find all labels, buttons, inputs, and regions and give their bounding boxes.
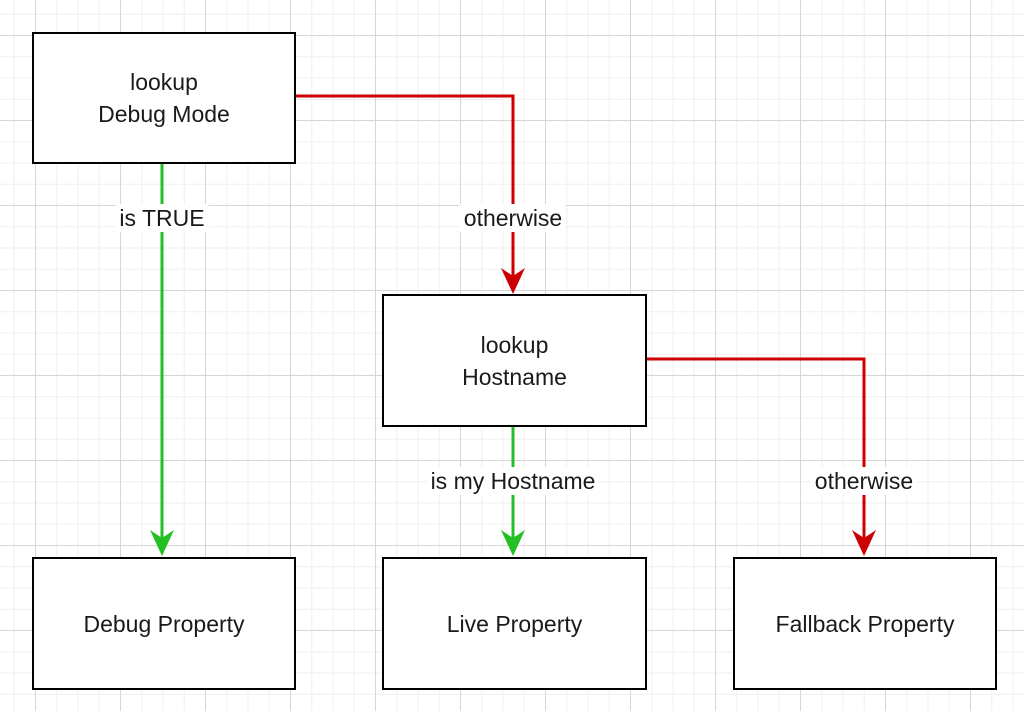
edge-label-is-true: is TRUE (115, 204, 209, 232)
node-debug-property[interactable]: Debug Property (32, 557, 296, 690)
edge-label-is-my-hostname: is my Hostname (426, 467, 600, 495)
node-fallback-property-label: Fallback Property (775, 610, 955, 637)
edge-debug-otherwise (296, 94, 525, 294)
edge-label-host-otherwise: otherwise (810, 467, 918, 495)
node-lookup-hostname-line2: Hostname (462, 363, 567, 390)
node-lookup-hostname[interactable]: lookup Hostname (382, 294, 647, 427)
node-lookup-hostname-line1: lookup (480, 331, 549, 358)
node-debug-property-label: Debug Property (83, 610, 245, 637)
node-lookup-debug-mode[interactable]: lookup Debug Mode (32, 32, 296, 164)
edge-label-debug-otherwise: otherwise (459, 204, 567, 232)
node-lookup-debug-line1: lookup (130, 69, 198, 95)
edge-host-otherwise (647, 357, 876, 556)
node-fallback-property[interactable]: Fallback Property (733, 557, 997, 690)
node-lookup-debug-line2: Debug Mode (98, 101, 230, 127)
node-live-property[interactable]: Live Property (382, 557, 647, 690)
node-live-property-label: Live Property (446, 610, 583, 637)
